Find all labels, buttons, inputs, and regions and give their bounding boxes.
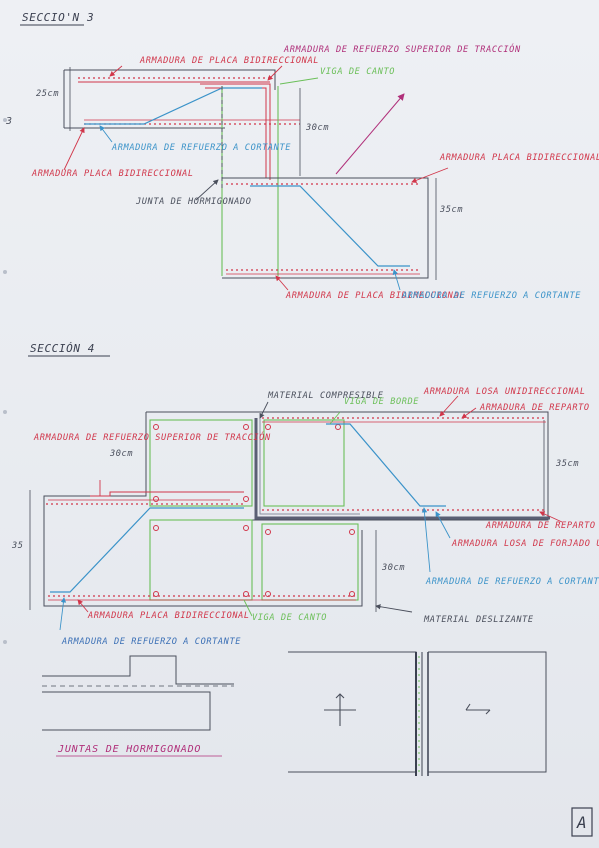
label-placa-bottom: ARMADURA DE PLACA BIDIRECCIONAL xyxy=(285,291,465,301)
right-beam-outline xyxy=(222,177,429,279)
bidirectional-arrow-icon xyxy=(324,693,356,726)
section-3-drawing: 3 SECCIO'N 3 xyxy=(5,11,599,301)
rebar-corner-dots xyxy=(153,424,355,597)
leader-placa-top xyxy=(109,65,123,77)
label-losa-forjado: ARMADURA LOSA DE FORJADO UNIDIRECCIONAL xyxy=(451,539,599,549)
plan-right-panel xyxy=(428,651,547,773)
material-compresible-inner xyxy=(259,418,360,515)
upper-slab-outline xyxy=(146,411,549,521)
juntas-sketch: JUNTAS DE HORMIGONADO xyxy=(42,655,234,757)
unidirectional-arrow-icon xyxy=(465,703,491,715)
refuerzo-superior-bar-2 xyxy=(205,87,267,178)
label-viga-borde: VIGA DE BORDE xyxy=(344,397,419,407)
leader-placa-left xyxy=(63,127,85,171)
label-refuerzo-superior: ARMADURA DE REFUERZO SUPERIOR DE TRACCIÓ… xyxy=(283,43,521,55)
label-placa-right: ARMADURA PLACA BIDIRECCIONAL xyxy=(439,153,599,163)
plan-left-panel xyxy=(288,651,417,773)
leader-viga-borde xyxy=(329,411,341,425)
sheet-mark: A xyxy=(576,813,587,832)
viga-box-bl xyxy=(149,519,253,601)
section-3-title: SECCIO'N 3 xyxy=(22,11,94,24)
label-losa-unidireccional: ARMADURA LOSA UNIDIRECCIONAL xyxy=(423,387,586,397)
shear-bar-right xyxy=(326,423,446,507)
leader-placa-right xyxy=(411,167,449,183)
junta-bottom-slab xyxy=(42,691,211,731)
leader-cortante-right xyxy=(421,507,431,573)
leader-placa-bottom xyxy=(275,275,289,291)
viga-box-tr xyxy=(263,419,345,507)
leader-viga-canto xyxy=(243,599,253,617)
plan-sketch xyxy=(288,651,547,776)
label-reparto-top: ARMADURA DE REPARTO xyxy=(479,403,590,413)
viga-box-tl xyxy=(149,419,253,507)
material-compresible xyxy=(254,418,550,520)
lower-slab-outline xyxy=(43,412,363,607)
label-cortante-left: ARMADURA DE REFUERZO A CORTANTE xyxy=(111,143,291,153)
label-viga-canto: VIGA DE CANTO xyxy=(320,67,395,77)
label-cortante-right: ARMADURA DE REFUERZO A CORTANTE xyxy=(401,291,581,301)
viga-box-br xyxy=(261,523,359,601)
shear-bar-left xyxy=(84,87,262,125)
viga-pointer xyxy=(335,93,405,175)
section-4-drawing: SECCIÓN 4 xyxy=(11,342,599,647)
leader-viga xyxy=(279,77,319,85)
dim-bottom-30cm: 30cm xyxy=(381,563,405,573)
leader-forjado xyxy=(435,511,451,539)
dim-30cm: 30cm xyxy=(305,123,329,133)
leader-deslizante xyxy=(375,604,413,613)
label-reparto-right: ARMADURA DE REPARTO xyxy=(485,521,596,531)
margin-hole xyxy=(3,270,7,274)
label-cortante-right: ARMADURA DE REFUERZO A CORTANTE xyxy=(425,577,599,587)
leader-reparto-top xyxy=(461,407,477,419)
dim-35cm: 35cm xyxy=(439,205,463,215)
sheet-mark-box xyxy=(571,807,593,837)
dim-right-35cm: 35cm xyxy=(555,459,579,469)
dim-left-35: 35 xyxy=(11,541,24,551)
leader-cortante-left xyxy=(99,125,113,143)
margin-hole xyxy=(3,410,7,414)
label-placa-bottom: ARMADURA PLACA BIDIRECCIONAL xyxy=(87,611,250,621)
juntas-title: JUNTAS DE HORMIGONADO xyxy=(57,744,201,755)
label-placa-left: ARMADURA PLACA BIDIRECCIONAL xyxy=(31,169,194,179)
leader-reparto-right xyxy=(539,511,563,523)
leader-junta xyxy=(195,179,219,201)
leader-placa-bottom xyxy=(77,599,89,613)
margin-hole xyxy=(3,118,7,122)
junta-top-line xyxy=(42,655,234,685)
label-junta: JUNTA DE HORMIGONADO xyxy=(135,197,251,207)
margin-hole xyxy=(3,640,7,644)
leader-refuerzo xyxy=(267,65,283,81)
page-margin-number: 3 xyxy=(5,116,12,127)
dim-top-30cm: 30cm xyxy=(109,449,133,459)
refuerzo-superior-bar xyxy=(90,491,244,497)
dim-25cm: 25cm xyxy=(36,89,59,99)
section-4-title: SECCIÓN 4 xyxy=(30,342,95,355)
label-material-compresible: MATERIAL COMPRESIBLE xyxy=(267,391,384,401)
shear-bar-left xyxy=(50,507,244,593)
label-cortante-bottom: ARMADURA DE REFUERZO A CORTANTE xyxy=(61,637,241,647)
leader-losa xyxy=(439,395,459,417)
left-slab-outline xyxy=(63,69,276,129)
shear-bar-right xyxy=(250,185,410,267)
leader-cortante-right xyxy=(392,269,401,291)
label-refuerzo-superior: ARMADURA DE REFUERZO SUPERIOR DE TRACCIÓ… xyxy=(33,431,271,443)
label-placa-top: ARMADURA DE PLACA BIDIRECCIONAL xyxy=(139,56,319,66)
leader-cortante-bottom xyxy=(59,597,67,631)
label-material-deslizante: MATERIAL DESLIZANTE xyxy=(423,615,534,625)
label-viga-canto: VIGA DE CANTO xyxy=(252,613,327,623)
leader-compresible xyxy=(259,401,269,419)
refuerzo-superior-bar xyxy=(200,83,271,180)
